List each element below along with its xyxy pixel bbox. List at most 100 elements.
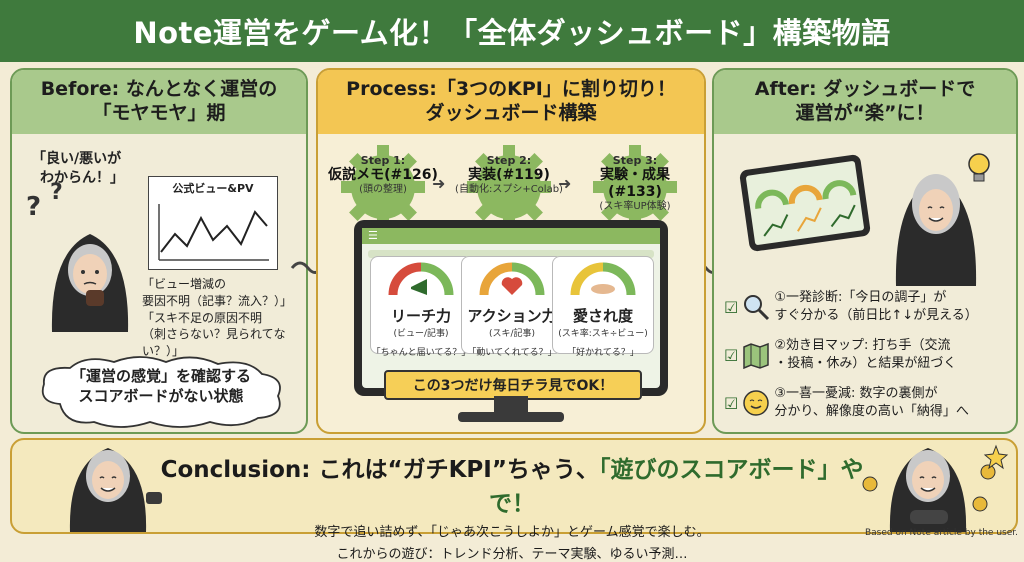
gauge-card-action: アクション力 (スキ/記事) 「動いてくれてる？」 bbox=[461, 256, 563, 358]
before-heading: Before: なんとなく運営の 「モヤモヤ」期 bbox=[12, 70, 306, 134]
question-mark-icon: ? bbox=[26, 192, 42, 222]
smile-icon bbox=[743, 390, 770, 416]
issue-line: （刺さらない？見られてない？）」 bbox=[142, 327, 286, 359]
issue-line: 要因不明（記事？流入？）」 bbox=[142, 293, 293, 308]
before-heading-line2: 「モヤモヤ」期 bbox=[92, 102, 226, 124]
step-number: Step 2: bbox=[486, 154, 532, 167]
title-banner: Note運営をゲーム化！「全体ダッシュボード」構築物語 bbox=[0, 0, 1024, 62]
question-mark-icon: ? bbox=[50, 180, 63, 205]
after-item-text: ①一発診断:「今日の調子」が すぐ分かる（前日比↑↓が見える） bbox=[774, 289, 977, 324]
cloud-text: 「運営の感覚」を確認する スコアボードがない状態 bbox=[30, 366, 292, 407]
gauge-sub: (スキ/記事) bbox=[488, 329, 536, 339]
heart-gauge-icon bbox=[479, 262, 545, 296]
after-item-line1: ③一喜一憂減: 数字の裏側が bbox=[774, 386, 938, 402]
views-chart-card: 公式ビュー&PV bbox=[148, 176, 278, 270]
after-item-2: ☑ ②効き目マップ: 打ち手（交流 ・投稿・休み）と結果が紐づく bbox=[714, 332, 1016, 378]
thought-cloud bbox=[41, 356, 281, 428]
map-icon bbox=[743, 342, 770, 369]
smiling-person-illustration bbox=[895, 174, 977, 286]
after-item-line1: ②効き目マップ: 打ち手（交流 bbox=[774, 338, 951, 354]
step-main: 仮説メモ(#126) bbox=[328, 167, 438, 184]
hamburger-menu-icon: ☰ bbox=[368, 229, 378, 242]
page-title: Note運営をゲーム化！「全体ダッシュボード」構築物語 bbox=[133, 16, 891, 50]
monitor-stand bbox=[458, 412, 564, 422]
checkbox-check-icon: ☑ bbox=[724, 393, 739, 413]
ribbon-text: この3つだけ毎日チラ見でOK！ bbox=[412, 378, 614, 394]
after-item-3: ☑ ③一喜一憂減: 数字の裏側が 分かり、解像度の高い「納得」へ bbox=[714, 380, 1016, 426]
conclusion-line1: 数字で追い詰めず、「じゃあ次こうしよか」とゲーム感覚で楽しむ。 bbox=[314, 525, 710, 540]
handshake-gauge-icon bbox=[570, 262, 636, 296]
after-panel: After: ダッシュボードで 運営が“楽”に！ ☑ bbox=[712, 68, 1018, 434]
gauge-card-reach: リーチ力 (ビュー/記事) 「ちゃんと届いてる？」 bbox=[370, 256, 472, 358]
gauge-sub: (ビュー/記事) bbox=[393, 329, 449, 339]
gauge-card-loved: 愛され度 (スキ率:スキ÷ビュー) 「好かれてる？」 bbox=[552, 256, 654, 358]
step-2-label: Step 2: 実装(#119) (自動化:スプシ+Colab) bbox=[449, 154, 569, 196]
after-item-1: ☑ ①一発診断:「今日の調子」が すぐ分かる（前日比↑↓が見える） bbox=[714, 284, 1016, 330]
process-heading: Process:「3つのKPI」に割り切り！ ダッシュボード構築 bbox=[318, 70, 704, 134]
gauge-question: 「ちゃんと届いてる？」 bbox=[371, 348, 471, 358]
process-heading-line2: ダッシュボード構築 bbox=[425, 102, 597, 124]
conclusion-text: Conclusion: これは“ガチKPI”ちゃう、「遊びのスコアボード」やで！… bbox=[152, 450, 872, 562]
step-arrow-icon: ➜ bbox=[432, 174, 446, 193]
checkbox-check-icon: ☑ bbox=[724, 345, 739, 365]
tablet-gauges-icon bbox=[755, 180, 857, 237]
screen-header-bar bbox=[368, 250, 654, 258]
credit-text: Based on Note article by the user. bbox=[864, 528, 1018, 538]
cloud-line2: スコアボードがない状態 bbox=[78, 387, 244, 406]
after-item-line1: ①一発診断:「今日の調子」が bbox=[774, 290, 947, 306]
process-heading-line1: Process:「3つのKPI」に割り切り！ bbox=[346, 78, 676, 101]
gauge-question: 「好かれてる？」 bbox=[567, 348, 639, 358]
speech-line1: 「良い/悪いが bbox=[32, 151, 122, 167]
after-item-line2: ・投稿・休み）と結果が紐づく bbox=[774, 356, 957, 371]
gaming-person-illustration bbox=[862, 444, 1009, 532]
step-note: (自動化:スプシ+Colab) bbox=[455, 183, 563, 195]
gear-icon bbox=[593, 145, 677, 229]
gauge-title: アクション力 bbox=[467, 307, 557, 325]
lightbulb-icon bbox=[968, 153, 990, 182]
step-main: 実験・成果(#133) bbox=[600, 167, 670, 200]
conclusion-line2: これからの遊び：トレンド分析、テーマ実験、ゆるい予測… bbox=[336, 547, 688, 562]
step-3-label: Step 3: 実験・成果(#133) (スキ率UP体験) bbox=[575, 154, 695, 213]
conclusion-title-highlight: 「遊びのスコアボード」やで！ bbox=[489, 457, 864, 517]
gauge-title: リーチ力 bbox=[390, 307, 451, 325]
cloud-line1: 「運営の感覚」を確認する bbox=[70, 367, 251, 385]
conclusion-panel: Conclusion: これは“ガチKPI”ちゃう、「遊びのスコアボード」やで！… bbox=[10, 438, 1018, 562]
zigzag-line-chart-icon bbox=[158, 204, 269, 261]
after-heading-line1: After: ダッシュボードで bbox=[754, 78, 976, 101]
step-number: Step 1: bbox=[360, 154, 406, 167]
hooded-person-illustration bbox=[51, 234, 129, 332]
screen-toolbar: ☰ bbox=[362, 228, 660, 244]
monitor-neck bbox=[494, 396, 528, 414]
conclusion-title: Conclusion: これは“ガチKPI”ちゃう、「遊びのスコアボード」やで！ bbox=[152, 450, 872, 518]
magnifier-icon bbox=[744, 295, 770, 321]
step-note: (頭の整理) bbox=[359, 183, 407, 195]
before-panel: Before: なんとなく運営の 「モヤモヤ」期 「良い/悪いが わからん！」 … bbox=[10, 68, 308, 434]
step-arrow-icon: ➜ bbox=[558, 174, 572, 193]
after-heading: After: ダッシュボードで 運営が“楽”に！ bbox=[714, 70, 1016, 134]
chart-label: 公式ビュー&PV bbox=[172, 182, 254, 195]
after-item-text: ③一喜一憂減: 数字の裏側が 分かり、解像度の高い「納得」へ bbox=[774, 385, 968, 420]
pointing-person-illustration bbox=[69, 448, 162, 532]
step-1-label: Step 1: 仮説メモ(#126) (頭の整理) bbox=[323, 154, 443, 196]
issues-text: 「ビュー増減の 要因不明（記事？流入？）」 「スキ不足の原因不明 （刺さらない？… bbox=[142, 276, 306, 360]
gauge-title: 愛され度 bbox=[572, 307, 633, 325]
gear-icon bbox=[341, 145, 425, 229]
gauge-question: 「動いてくれてる？」 bbox=[467, 348, 557, 358]
issue-line: 「ビュー増減の bbox=[142, 277, 227, 291]
speech-line2: わからん！」 bbox=[40, 169, 124, 186]
conclusion-title-prefix: Conclusion: これは“ガチKPI”ちゃう、 bbox=[160, 457, 599, 483]
tablet-illustration bbox=[738, 153, 872, 253]
tablet-screen bbox=[745, 160, 865, 246]
after-item-line2: 分かり、解像度の高い「納得」へ bbox=[774, 404, 969, 419]
step-main: 実装(#119) bbox=[468, 167, 550, 184]
checkbox-check-icon: ☑ bbox=[724, 297, 739, 317]
megaphone-gauge-icon bbox=[388, 262, 454, 296]
step-note: (スキ率UP体験) bbox=[599, 200, 671, 212]
step-number: Step 3: bbox=[612, 154, 658, 167]
before-heading-line1: Before: なんとなく運営の bbox=[40, 78, 278, 101]
gauge-sub: (スキ率:スキ÷ビュー) bbox=[558, 329, 648, 339]
confused-speech: 「良い/悪いが わからん！」 bbox=[32, 150, 124, 188]
after-heading-line2: 運営が“楽”に！ bbox=[795, 102, 935, 124]
process-panel: Process:「3つのKPI」に割り切り！ ダッシュボード構築 ➜ bbox=[316, 68, 706, 434]
after-item-line2: すぐ分かる（前日比↑↓が見える） bbox=[774, 308, 978, 323]
